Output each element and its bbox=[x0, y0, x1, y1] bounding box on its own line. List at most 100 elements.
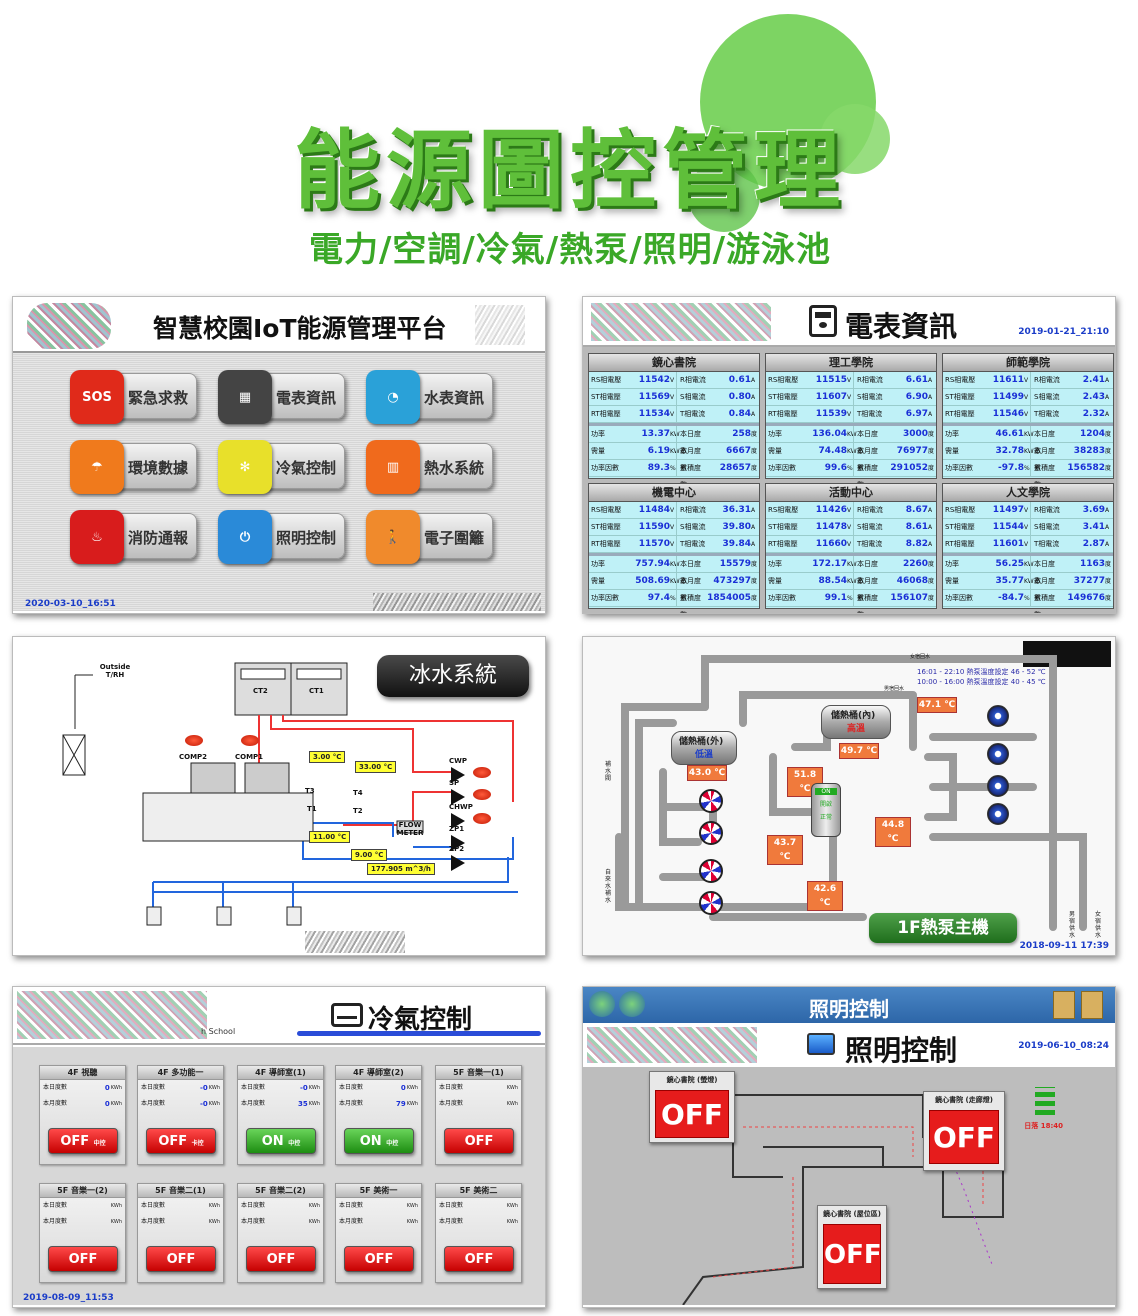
lighting-title: 照明控制 bbox=[845, 1034, 958, 1067]
ac-toggle-button[interactable]: OFF 中控 bbox=[48, 1128, 118, 1154]
ac-toggle-button[interactable]: ON 中控 bbox=[344, 1128, 414, 1154]
ac-row-label: 本月度數 bbox=[43, 1100, 68, 1107]
meter-unit: A bbox=[928, 377, 933, 384]
meter-value: 99.6 bbox=[824, 463, 847, 473]
meter-label: S相電流 bbox=[1030, 519, 1060, 535]
meter-value: 156107 bbox=[890, 593, 928, 603]
meter-value: 76977 bbox=[896, 446, 928, 456]
meter-unit: 度 bbox=[928, 578, 935, 585]
meter-unit: 度 bbox=[751, 595, 758, 602]
meter-label: RT相電壓 bbox=[768, 410, 798, 418]
fan-icon[interactable] bbox=[699, 859, 723, 883]
t4-label: T4 bbox=[353, 789, 363, 797]
comp2-indicator[interactable] bbox=[185, 735, 203, 746]
ac-unit: KWh bbox=[506, 1085, 518, 1091]
portal-button-label: 照明控制 bbox=[276, 529, 337, 547]
ac-row-label: 本月度數 bbox=[43, 1218, 68, 1225]
ac-state: ON bbox=[359, 1134, 382, 1149]
globe-info-icon[interactable] bbox=[589, 991, 615, 1017]
ct1-label: CT1 bbox=[309, 687, 324, 695]
portal-button-7[interactable]: ♨消防通報 bbox=[70, 510, 197, 564]
globe-icon[interactable] bbox=[619, 991, 645, 1017]
pump-icon[interactable] bbox=[987, 705, 1009, 727]
zone-off-button[interactable]: OFF bbox=[929, 1110, 999, 1164]
lighting-zone-card[interactable]: 鏡心書院 (走廊燈) OFF bbox=[923, 1091, 1005, 1171]
pump-label-zp2: ZP2 bbox=[449, 845, 465, 853]
door-exit-icon[interactable] bbox=[1053, 991, 1075, 1019]
portal-button-9[interactable]: 🚶電子圍籬 bbox=[366, 510, 493, 564]
fan-icon[interactable] bbox=[699, 821, 723, 845]
meter-value: 15579 bbox=[719, 559, 751, 569]
t1-label: T1 bbox=[307, 805, 317, 813]
portal-button-5[interactable]: ✻冷氣控制 bbox=[218, 440, 345, 494]
fan-icon[interactable] bbox=[699, 789, 723, 813]
tap-water-label: 自來水補水 bbox=[605, 869, 612, 904]
lighting-zone-card[interactable]: 鏡心書院 (螢燈) OFF bbox=[649, 1071, 735, 1143]
pump-indicator-chwp[interactable] bbox=[473, 813, 491, 824]
meter-label: T相電流 bbox=[1030, 406, 1060, 422]
meter-value: 2260 bbox=[902, 559, 928, 569]
comp1-indicator[interactable] bbox=[241, 735, 259, 746]
ac-room-name: 4F 視聽 bbox=[40, 1066, 125, 1080]
chiller-unit bbox=[142, 762, 314, 842]
zone-off-button[interactable]: OFF bbox=[655, 1090, 729, 1138]
ac-toggle-button[interactable]: OFF bbox=[246, 1246, 316, 1272]
meter-unit: 度 bbox=[928, 561, 935, 568]
power-icon: ⏻ bbox=[218, 510, 272, 564]
zone-off-button[interactable]: OFF bbox=[823, 1224, 882, 1284]
comp1-label: COMP1 bbox=[235, 753, 264, 761]
meter-value: 172.17 bbox=[812, 559, 847, 569]
meter-label: RS相電壓 bbox=[945, 506, 976, 514]
portal-button-3[interactable]: ◔水表資訊 bbox=[366, 370, 493, 424]
ac-toggle-button[interactable]: OFF 卡控 bbox=[146, 1128, 216, 1154]
meter-unit: 度 bbox=[751, 431, 758, 438]
pump-indicator-cwp[interactable] bbox=[473, 767, 491, 778]
meter-value: 36.31 bbox=[722, 505, 751, 515]
door-enter-icon[interactable] bbox=[1081, 991, 1103, 1019]
ac-toggle-button[interactable]: OFF bbox=[48, 1246, 118, 1272]
pump-icon[interactable] bbox=[987, 775, 1009, 797]
ac-row-label: 本月度數 bbox=[241, 1100, 266, 1107]
portal-button-6[interactable]: ▥熱水系統 bbox=[366, 440, 493, 494]
ac-unit: KWh bbox=[308, 1203, 320, 1209]
meter-unit: 度 bbox=[751, 465, 758, 472]
meter-value: 1163 bbox=[1079, 559, 1105, 569]
portal-button-8[interactable]: ⏻照明控制 bbox=[218, 510, 345, 564]
meter-label: 功率因數 bbox=[768, 594, 796, 602]
start-label: 開啟 bbox=[819, 801, 832, 808]
meter-label: 功率 bbox=[768, 560, 782, 568]
meter-unit: 度 bbox=[751, 561, 758, 568]
ac-row-label: 本日度數 bbox=[43, 1084, 68, 1091]
ac-row-label: 本月度數 bbox=[241, 1218, 266, 1225]
pump-icon[interactable] bbox=[987, 803, 1009, 825]
ac-row-label: 本日度數 bbox=[43, 1202, 68, 1209]
meter-unit: 度 bbox=[1105, 448, 1112, 455]
pump-indicator-sp[interactable] bbox=[473, 789, 491, 800]
ac-toggle-button[interactable]: OFF bbox=[444, 1246, 514, 1272]
ac-toggle-button[interactable]: OFF bbox=[146, 1246, 216, 1272]
meter-unit: 度 bbox=[928, 465, 935, 472]
ac-toggle-button[interactable]: ON 中控 bbox=[246, 1128, 316, 1154]
temp-t1: 11.00 °C bbox=[309, 831, 351, 843]
ac-room-name: 5F 音樂一(2) bbox=[40, 1184, 125, 1198]
portal-button-4[interactable]: ☂環境數據 bbox=[70, 440, 197, 494]
meter-label: R相電流 bbox=[853, 372, 883, 388]
meter-label: 本月度數 bbox=[676, 573, 706, 602]
meter-value: 6.97 bbox=[905, 409, 928, 419]
fan-icon[interactable] bbox=[699, 891, 723, 915]
portal-button-2[interactable]: ▦電表資訊 bbox=[218, 370, 345, 424]
ac-mode: 中控 bbox=[93, 1140, 106, 1147]
ac-row-label: 本日度數 bbox=[339, 1084, 364, 1091]
school-logo bbox=[587, 1027, 757, 1063]
meter-value: 1204 bbox=[1079, 429, 1105, 439]
lighting-zone-card[interactable]: 鏡心書院 (屋位區) OFF bbox=[817, 1205, 887, 1289]
pump-icon[interactable] bbox=[987, 743, 1009, 765]
ac-toggle-button[interactable]: OFF bbox=[344, 1246, 414, 1272]
ac-toggle-button[interactable]: OFF bbox=[444, 1128, 514, 1154]
